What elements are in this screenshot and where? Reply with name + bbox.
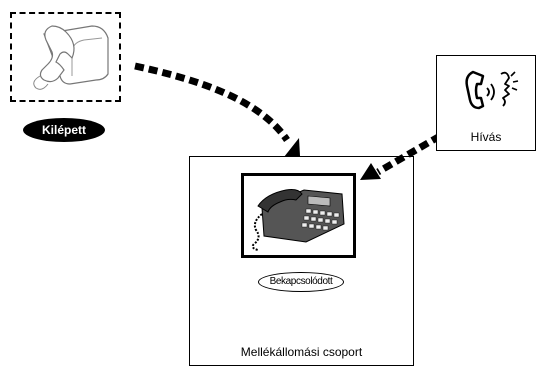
logged-out-box [10,12,121,102]
call-box [436,55,536,151]
logged-out-badge: Kilépett [23,118,105,142]
phone-ringing-icon [465,70,519,110]
extension-group-label: Mellékállomási csoport [240,345,363,359]
desk-phone-icon [251,189,345,251]
connected-badge: Bekapcsolódott [258,272,344,292]
arrow-call-head [360,163,381,180]
arrow-call-to-group [376,132,442,176]
arrow-logout-head [284,138,300,157]
call-label: Hívás [470,130,502,144]
member-phone-frame [241,173,356,258]
arrow-logout-to-group [134,62,290,142]
handset-icon [33,25,109,90]
